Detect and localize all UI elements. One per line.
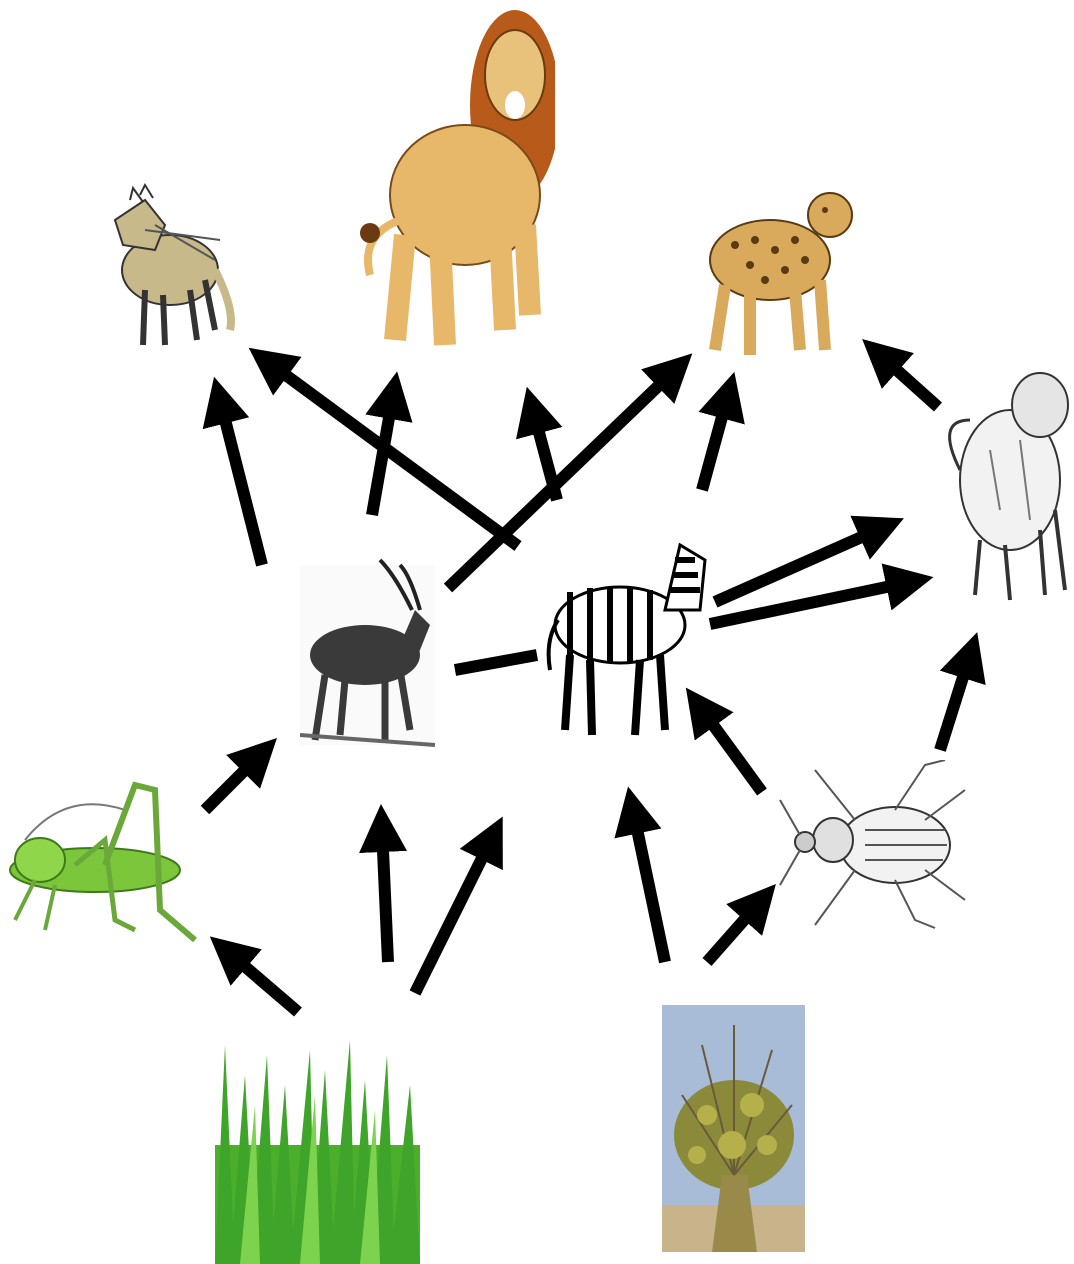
grasshopper-icon (5, 780, 200, 950)
baboon-icon (940, 360, 1074, 605)
antelope-icon (300, 555, 440, 750)
lion-icon (355, 5, 555, 355)
connector-antelope-zebra (455, 655, 537, 670)
hyena-icon (85, 180, 245, 355)
arrow-baboon-to-leopard (880, 355, 938, 407)
beetle-icon (775, 760, 970, 930)
arrow-grass-to-zebra (415, 838, 492, 993)
grass-icon (215, 1035, 420, 1264)
arrow-zebra-to-leopard (702, 395, 728, 490)
arrow-grass-to-grasshopper (228, 952, 298, 1012)
arrow-grass-to-antelope (382, 828, 388, 962)
arrow-antelope-to-hyena (220, 400, 262, 565)
arrow-shrub-to-zebra (633, 810, 665, 962)
shrub-icon (662, 1005, 805, 1252)
zebra-icon (540, 530, 710, 740)
arrow-beetle-to-baboon (940, 655, 970, 750)
arrow-zebra-to-hyena (268, 362, 518, 546)
arrow-grasshopper-to-antelope (205, 755, 260, 810)
arrow-shrub-to-beetle (707, 902, 760, 962)
leopard-icon (695, 185, 860, 360)
